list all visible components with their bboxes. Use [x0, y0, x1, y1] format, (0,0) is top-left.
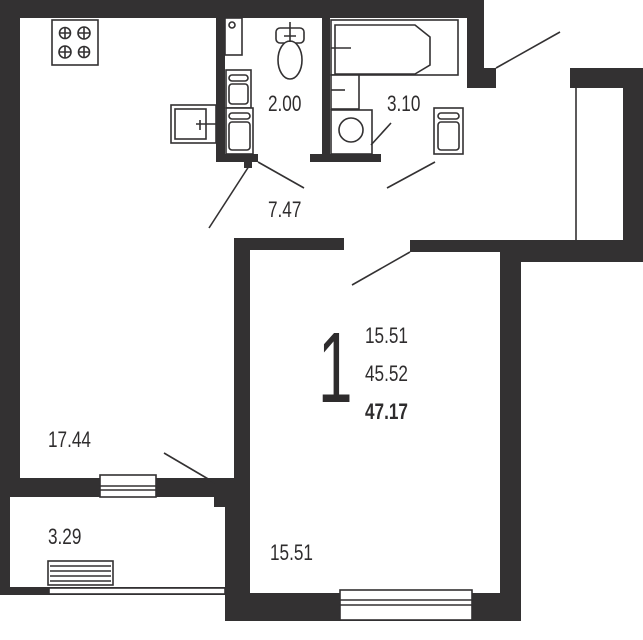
room-area-balcony: 3.29 — [48, 524, 82, 549]
door-swing-entrance — [495, 31, 561, 69]
loggia-right-wall — [623, 68, 643, 262]
bedroom-top-wall-outer — [500, 240, 643, 262]
room-area-wc: 2.00 — [268, 91, 302, 116]
balcony-left-wall — [0, 497, 10, 595]
wall-stub — [484, 68, 496, 88]
washing-machine-icon — [330, 109, 392, 155]
area-without-balcony: 45.52 — [365, 361, 408, 386]
top-wall — [0, 0, 484, 18]
wc-bath-partition — [322, 17, 330, 160]
walls — [0, 0, 643, 621]
door-swing-balcony — [163, 452, 216, 484]
door-swing-kitchen — [208, 162, 252, 229]
toilet-icon — [275, 22, 305, 80]
wc-sink-icon — [224, 17, 243, 56]
bedroom-top-wall-left — [234, 238, 344, 250]
balcony-right-wall — [225, 497, 250, 621]
balcony-glazing — [48, 587, 226, 595]
wall-stub — [244, 160, 252, 168]
bathtub-icon — [330, 19, 459, 76]
total-area: 47.17 — [365, 399, 408, 424]
kitchen-sink-icon — [170, 104, 217, 144]
cabinet-icon — [225, 69, 464, 155]
wc-left-wall — [216, 17, 225, 162]
stove-icon — [51, 19, 99, 66]
door-swing-bathroom — [386, 161, 436, 189]
door-swing-wc — [257, 161, 305, 189]
windows — [48, 474, 473, 621]
room-area-kitchen-living: 17.44 — [48, 427, 91, 452]
door-swing-bedroom — [351, 251, 411, 286]
room-area-bedroom: 15.51 — [270, 540, 313, 565]
wc-bottom-wall — [216, 154, 258, 162]
living-area: 15.51 — [365, 323, 408, 348]
bedroom-right-wall — [500, 252, 521, 621]
left-wall — [0, 0, 20, 478]
rooms-count: 1 — [318, 312, 353, 424]
bath-sink-icon — [330, 74, 360, 110]
room-area-bathroom: 3.10 — [387, 91, 421, 116]
room-area-hallway: 7.47 — [268, 197, 302, 222]
door-swings — [163, 31, 561, 484]
bathroom-right-wall — [467, 0, 484, 88]
bathroom-bottom-wall — [310, 154, 381, 162]
